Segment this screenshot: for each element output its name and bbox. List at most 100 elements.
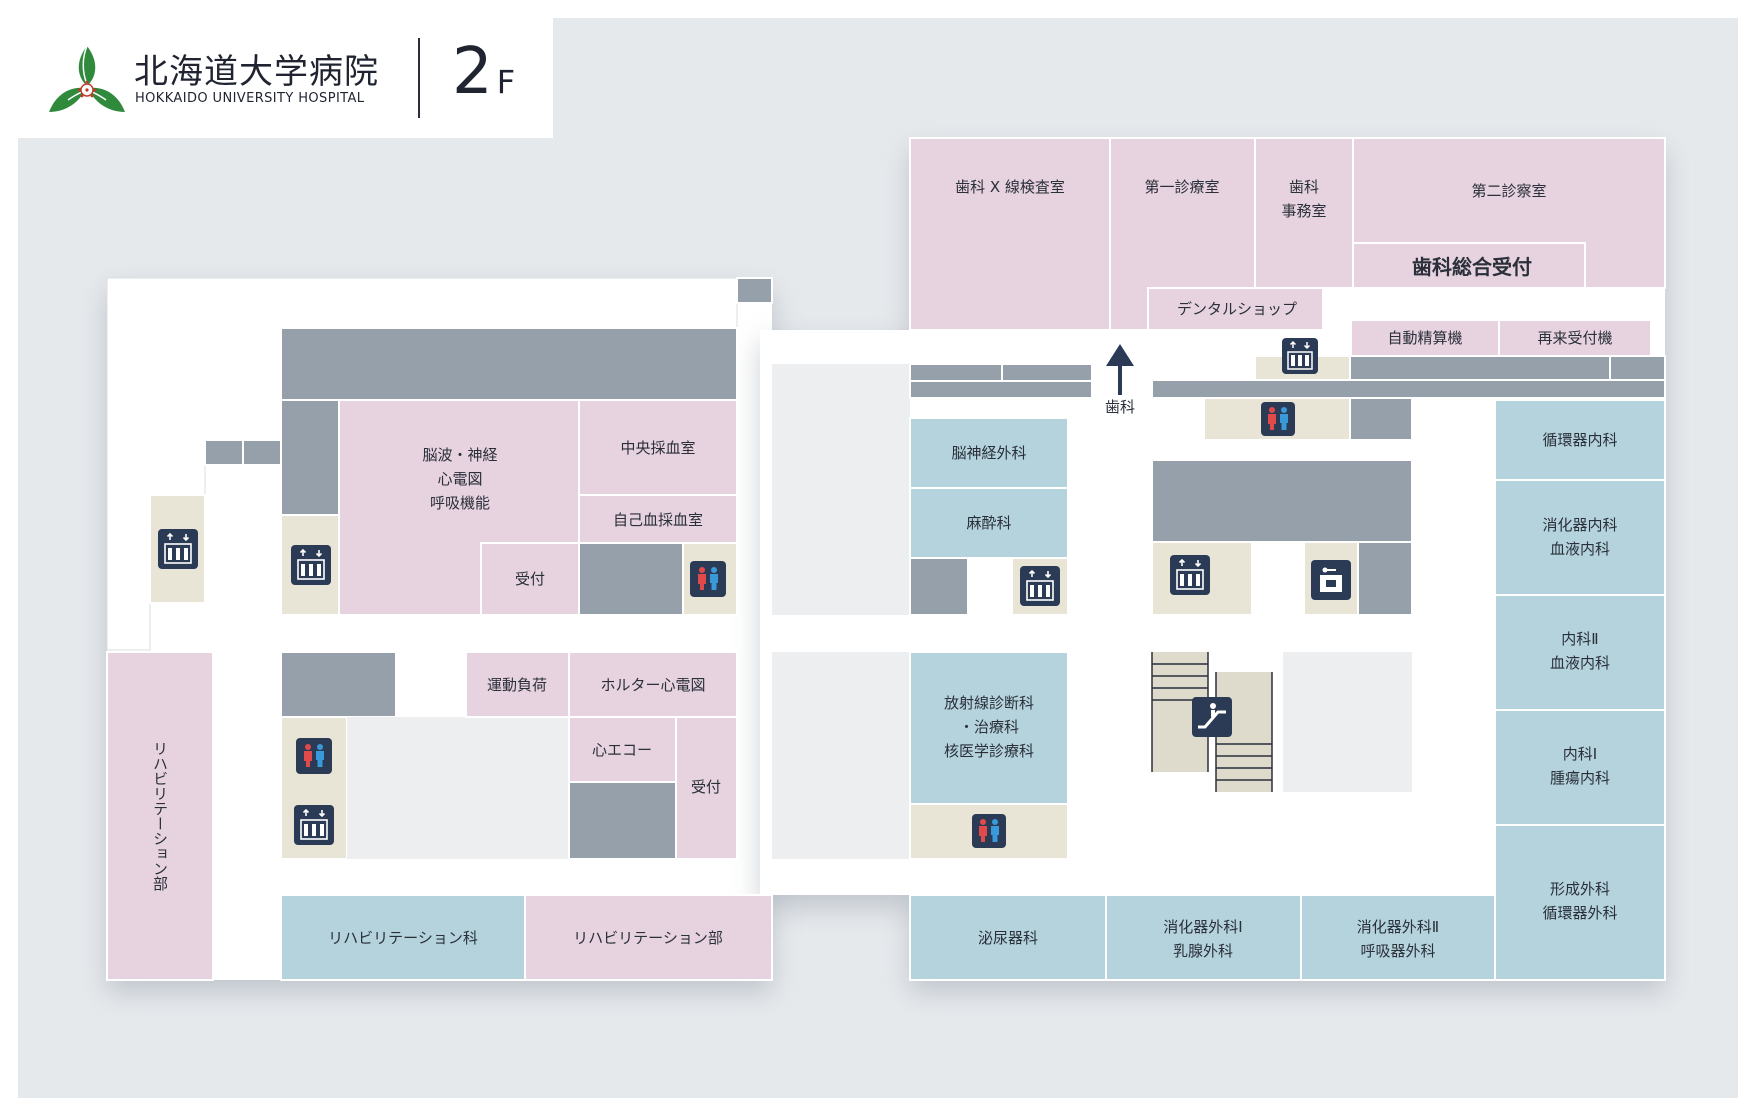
room-holter-label: ホルター心電図 — [600, 676, 705, 694]
room-neurosurgery-label: 脳神経外科 — [951, 444, 1026, 462]
elevator-icon[interactable] — [291, 545, 331, 585]
room-gastro-hema-label-2: 血液内科 — [1550, 540, 1610, 558]
header-card — [18, 18, 553, 138]
room-reception-a-label: 受付 — [515, 570, 545, 588]
room-cardiology[interactable] — [1494, 399, 1666, 481]
room-plastic-cardio-surgery[interactable] — [1494, 824, 1666, 981]
room-dental-office[interactable] — [1254, 137, 1354, 289]
service-block — [1151, 459, 1413, 543]
dental-shop-label: デンタルショップ — [1177, 300, 1297, 318]
elevator-icon[interactable] — [158, 529, 198, 569]
dental-reception[interactable] — [1352, 242, 1586, 289]
room-plastic-cardio-label-1: 形成外科 — [1550, 880, 1610, 898]
room-dental-exam-1-label: 第一診療室 — [1144, 178, 1219, 196]
service-block — [204, 439, 244, 466]
service-block — [736, 277, 773, 304]
hospital-name-en: HOKKAIDO UNIVERSITY HOSPITAL — [135, 91, 365, 106]
light-well — [1283, 652, 1412, 792]
floor-number: 2 — [452, 35, 493, 109]
room-central-blood-label: 中央採血室 — [620, 439, 695, 457]
room-gastro-surgery-2[interactable] — [1300, 894, 1496, 981]
service-block — [1357, 541, 1413, 616]
light-well — [772, 364, 910, 615]
room-cardiology-label: 循環器内科 — [1542, 431, 1617, 449]
room-rehab-ka[interactable] — [280, 894, 526, 981]
room-rehab-dept-vertical[interactable] — [106, 651, 214, 981]
light-well — [347, 717, 569, 859]
room-anesthesiology-label: 麻酔科 — [966, 514, 1011, 532]
service-block — [1349, 397, 1413, 441]
service-block — [909, 380, 1093, 399]
room-urology-label: 泌尿器科 — [978, 929, 1038, 947]
restroom-icon[interactable] — [1261, 402, 1295, 436]
room-holter[interactable] — [568, 651, 738, 718]
room-rehab-dept-vertical-label: リハビリテーション部 — [151, 741, 169, 891]
room-internal-2-label-1: 内科Ⅱ — [1561, 630, 1598, 648]
room-dental-xray-label: 歯科 X 線検査室 — [955, 178, 1065, 196]
room-rehab-bu-label: リハビリテーション部 — [573, 929, 723, 947]
elevator-icon[interactable] — [1282, 338, 1318, 374]
room-internal-1-label-2: 腫瘍内科 — [1550, 769, 1610, 787]
room-radiology[interactable] — [909, 651, 1069, 805]
revisit-reception-label: 再来受付機 — [1537, 329, 1612, 347]
room-gastro-surgery-1-label-1: 消化器外科Ⅰ — [1163, 918, 1242, 936]
hospital-logo-icon — [49, 45, 125, 112]
room-internal-1-label-1: 内科Ⅰ — [1563, 745, 1597, 763]
room-dental-xray[interactable] — [909, 137, 1111, 331]
room-radiology-label-2: ・治療科 — [959, 718, 1019, 736]
dental-direction-label: 歯科 — [1105, 398, 1135, 416]
elevator-icon[interactable] — [1170, 555, 1210, 595]
service-block — [280, 327, 738, 401]
room-gastro-hema-label-1: 消化器内科 — [1542, 516, 1617, 534]
service-block — [242, 439, 282, 466]
room-echo-label: 心エコー — [592, 741, 652, 759]
room-rehab-ka-label: リハビリテーション科 — [328, 929, 478, 947]
service-block — [1151, 379, 1666, 399]
room-eeg-label-2: 心電図 — [437, 470, 482, 488]
room-gastro-hema[interactable] — [1494, 479, 1666, 596]
room-reception-a[interactable] — [480, 542, 580, 616]
room-exercise-load[interactable] — [465, 651, 570, 718]
service-block — [1001, 363, 1093, 382]
room-radiology-label-1: 放射線診断科 — [944, 694, 1034, 712]
room-plastic-cardio-label-2: 循環器外科 — [1542, 904, 1617, 922]
room-rehab-bu[interactable] — [524, 894, 773, 981]
room-gastro-surgery-2-label-1: 消化器外科Ⅱ — [1357, 918, 1439, 936]
dental-shop[interactable] — [1147, 287, 1324, 331]
elevator-icon[interactable] — [1020, 566, 1060, 606]
auto-payment-machine[interactable] — [1350, 319, 1500, 357]
service-block — [280, 399, 340, 516]
dental-reception-label: 歯科総合受付 — [1412, 255, 1532, 279]
room-eeg-label-3: 呼吸機能 — [430, 494, 490, 512]
room-gastro-surgery-1[interactable] — [1105, 894, 1302, 981]
service-block — [909, 557, 969, 616]
light-well — [772, 652, 910, 859]
restroom-icon[interactable] — [690, 561, 726, 597]
room-dental-office-label-1: 歯科 — [1289, 178, 1319, 196]
service-block — [909, 363, 1003, 382]
room-dental-exam-2-label: 第二診察室 — [1471, 182, 1546, 200]
room-internal-2-label-2: 血液内科 — [1550, 654, 1610, 672]
header-divider — [418, 38, 420, 118]
room-radiology-label-3: 核医学診療科 — [944, 742, 1034, 760]
locker-icon[interactable] — [1311, 560, 1351, 600]
room-gastro-surgery-2-label-2: 呼吸器外科 — [1360, 942, 1435, 960]
room-gastro-surgery-1-label-2: 乳腺外科 — [1173, 942, 1233, 960]
arrow-up-icon — [1106, 344, 1134, 395]
service-block — [568, 781, 677, 860]
room-eeg-label-1: 脳波・神経 — [422, 446, 497, 464]
restroom-icon[interactable] — [972, 814, 1006, 848]
escalator-icon[interactable] — [1192, 697, 1232, 737]
restroom-icon[interactable] — [296, 738, 332, 774]
room-internal-2[interactable] — [1494, 594, 1666, 711]
elevator-icon[interactable] — [294, 805, 334, 845]
floor-suffix: F — [496, 63, 516, 101]
hospital-name-ja: 北海道大学病院 — [134, 52, 379, 92]
service-block — [280, 651, 397, 718]
room-reception-b-label: 受付 — [691, 778, 721, 796]
room-anesthesiology[interactable] — [909, 487, 1069, 559]
room-internal-1[interactable] — [1494, 709, 1666, 826]
room-autologous-blood-label: 自己血採血室 — [613, 511, 703, 529]
